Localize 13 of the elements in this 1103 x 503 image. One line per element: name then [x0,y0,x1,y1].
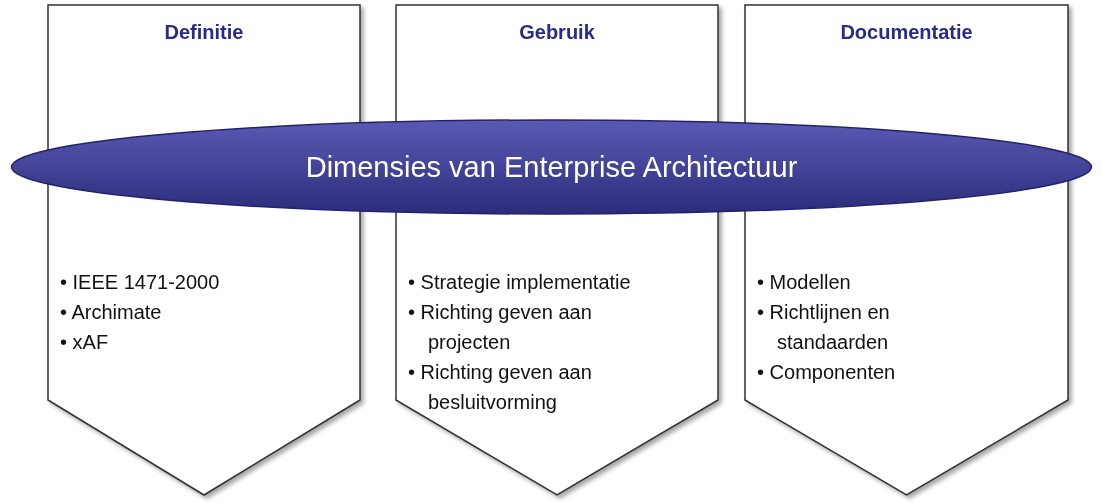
bullet-item: • IEEE 1471-2000 [60,270,221,295]
column-heading: Documentatie [839,21,974,44]
bullet-item: • Archimate [60,300,163,325]
bullet-item: • Strategie implementatie [408,270,632,295]
bullet-item: • xAF [60,330,110,355]
column-heading: Gebruik [518,21,596,44]
bullet-item: • Richtlijnen en standaarden [757,300,891,355]
bullet-item: • Richting geven aan projecten [408,300,593,355]
column-heading: Definitie [163,21,245,44]
bullet-item: • Modellen [757,270,852,295]
banner-title: Dimensies van Enterprise Architectuur [304,151,799,184]
bullet-item: • Componenten [757,360,897,385]
bullet-item: • Richting geven aan besluitvorming [408,360,593,415]
